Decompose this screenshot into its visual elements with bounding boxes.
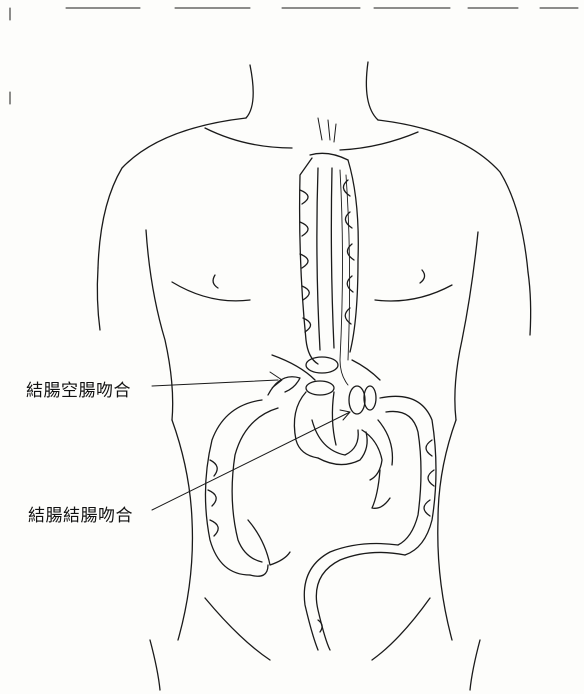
descending-colon: [304, 396, 436, 650]
jejunal-loop: [268, 377, 392, 480]
esophagus-colon-graft: [300, 118, 359, 385]
ascending-colon: [205, 400, 290, 576]
page-border-marks: [10, 8, 578, 104]
leader-lines: [152, 372, 350, 510]
colocolic-anastomosis-label: 結腸結腸吻合: [28, 501, 133, 526]
torso-outline: [97, 62, 530, 690]
colojejunal-anastomosis-label: 結腸空腸吻合: [26, 376, 131, 401]
